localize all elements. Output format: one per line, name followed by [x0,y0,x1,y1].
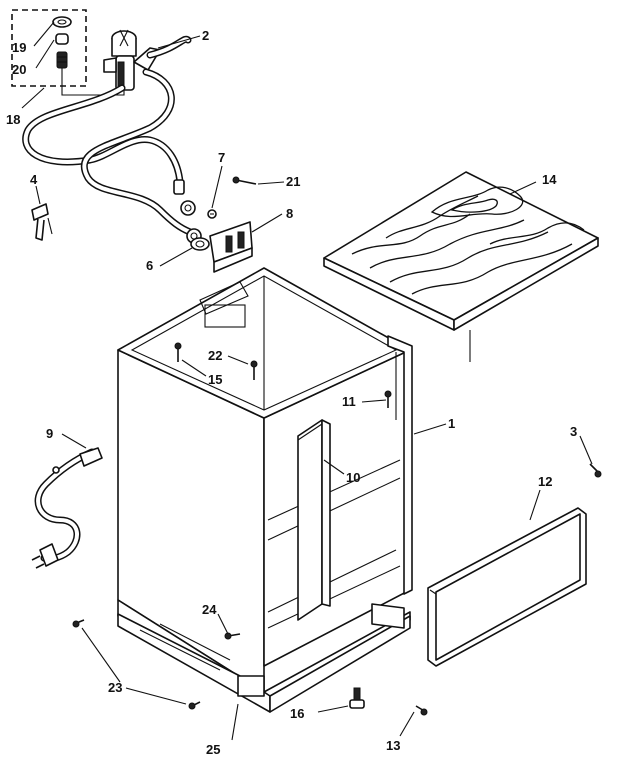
wood-top-part-14-icon [323,171,599,331]
callout-22: 22 [208,348,222,363]
screw-part-21-icon [232,176,257,185]
screw-part-7-icon [207,209,217,219]
screw-part-3-icon [589,463,602,478]
callout-24: 24 [202,602,217,617]
leveling-leg-part-16-icon [349,687,365,709]
screw-part-15-icon [174,342,182,362]
screw-part-22-icon [250,360,258,380]
callout-14: 14 [542,172,557,187]
callout-16: 16 [290,706,304,721]
callout-20: 20 [12,62,26,77]
callout-2: 2 [202,28,209,43]
front-panel-part-12-icon [427,507,587,667]
callout-4: 4 [30,172,38,187]
callout-18: 18 [6,112,20,127]
callout-3: 3 [570,424,577,439]
callout-13: 13 [386,738,400,753]
support-brace-part-10-icon [297,419,331,621]
washer-part-19-icon [52,16,72,28]
callout-19: 19 [12,40,26,55]
screw-part-11-icon [384,390,392,408]
callout-7: 7 [218,150,225,165]
clip-part-4-icon [31,203,53,241]
callout-23: 23 [108,680,122,695]
clamp-part-6-icon [190,237,210,251]
callout-6: 6 [146,258,153,273]
screw-part-23-icon [72,619,201,710]
leader-lines [21,21,593,741]
base-plate-part-25-icon [117,603,411,713]
callout-labels: 2 19 20 18 4 7 21 8 6 14 22 15 11 1 9 10… [6,28,577,757]
callout-15: 15 [208,372,222,387]
fitting-part-icon [56,51,68,69]
screen-part-20-icon [55,33,69,45]
power-cord-part-9-icon [31,447,103,569]
washer-screen-inset [11,9,125,96]
callout-21: 21 [286,174,300,189]
screw-part-13-icon [415,705,428,716]
callout-25: 25 [206,742,220,757]
water-valve-part-2-icon [103,29,161,91]
callout-12: 12 [538,474,552,489]
callout-8: 8 [286,206,293,221]
bracket-part-8-icon [209,221,253,273]
callout-9: 9 [46,426,53,441]
callout-10: 10 [346,470,360,485]
callout-1: 1 [448,416,455,431]
callout-11: 11 [342,394,356,409]
